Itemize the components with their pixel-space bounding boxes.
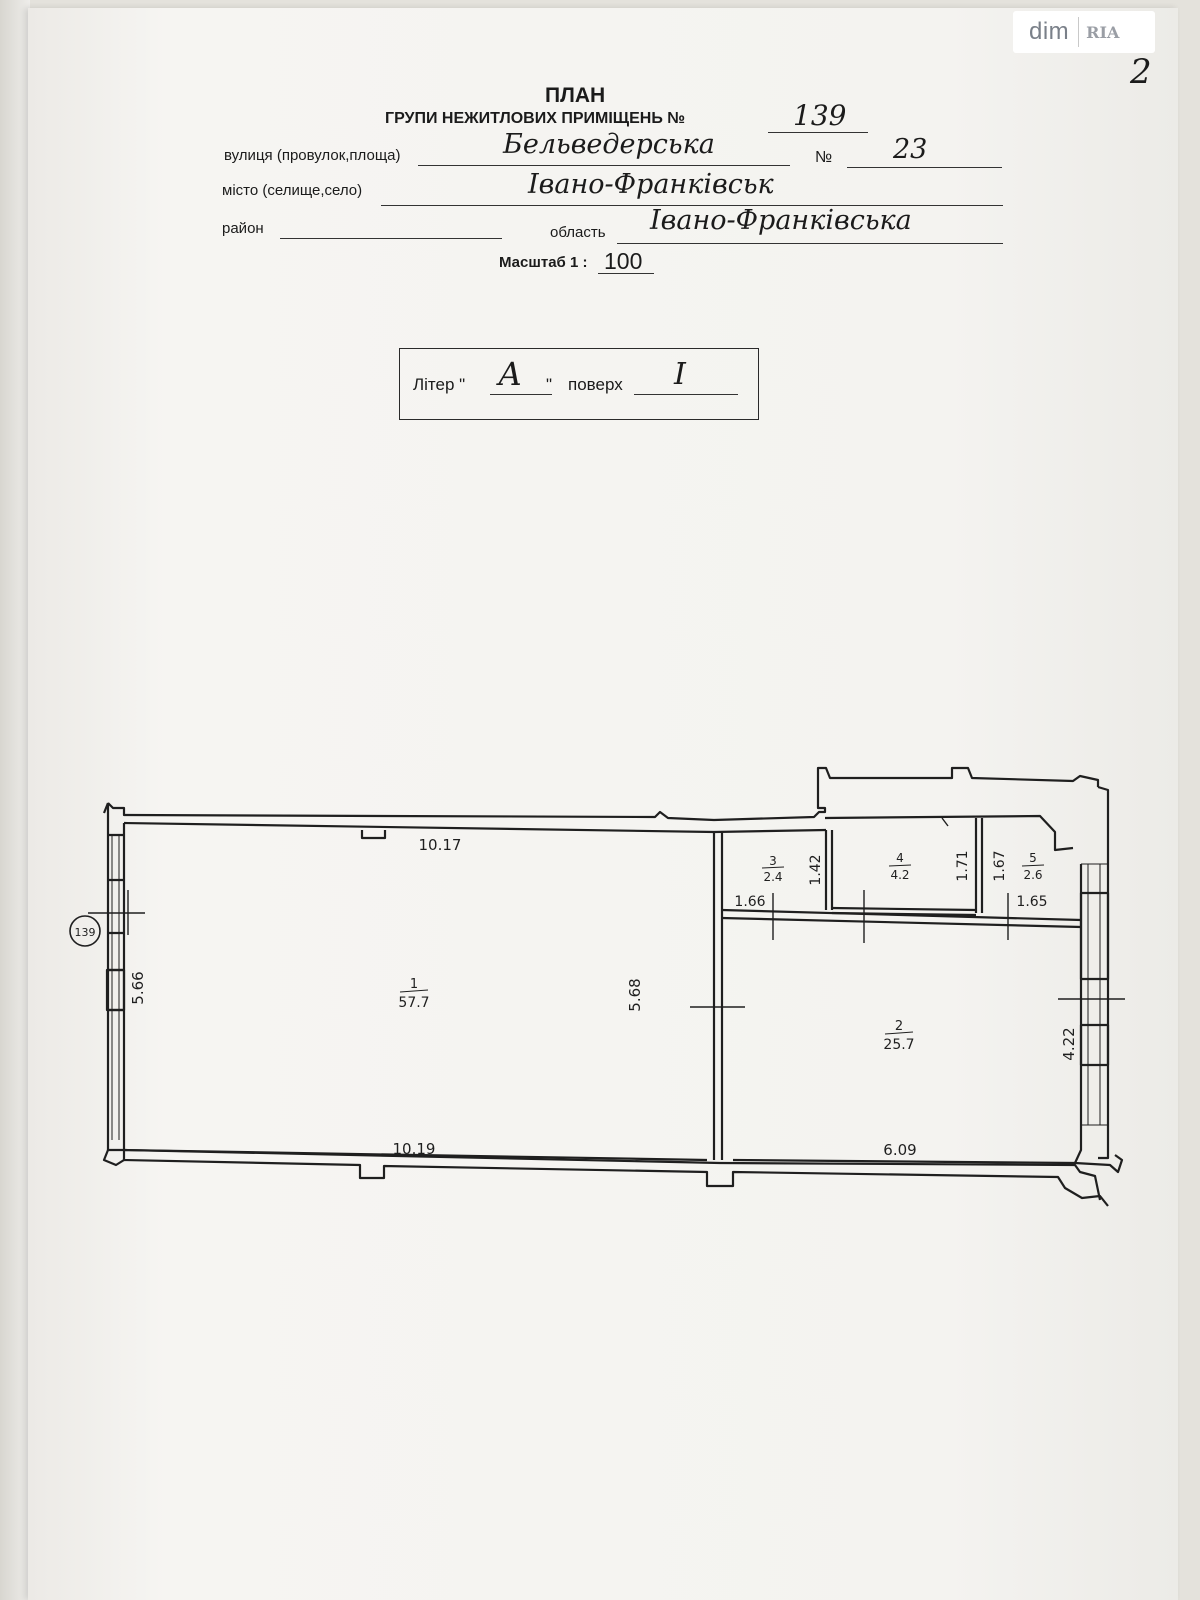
door-markers-utility: [772, 890, 1009, 943]
city-value: Івано-Франківськ: [528, 169, 774, 200]
dim-bottom-room2: 6.09: [883, 1141, 916, 1159]
dim-room5-width: 1.65: [1016, 894, 1047, 910]
scale-value: 100: [604, 248, 643, 274]
outer-wall-top: [107, 766, 1100, 822]
room1-area: 57.7: [398, 995, 429, 1011]
street-label: вулиця (провулок,площа): [224, 147, 401, 164]
dim-room3-width: 1.66: [734, 894, 765, 910]
right-window-upper: [1079, 891, 1110, 981]
watermark-ria-text: RIA: [1086, 22, 1120, 42]
left-wall-ends: [102, 802, 125, 1167]
room1-fraction-line: [399, 989, 429, 993]
room3-number: 3: [769, 854, 777, 868]
outer-wall-bottom-outline: [122, 1150, 1109, 1207]
room2-fraction-line: [884, 1031, 914, 1035]
partition-wall-4-5: [974, 818, 984, 913]
number-value: 23: [893, 134, 928, 165]
left-window-frame: [105, 968, 126, 1012]
partition-wall-3-4: [824, 830, 834, 910]
floor-value: I: [674, 357, 686, 392]
corner-break-right: [1074, 1154, 1124, 1174]
dim-room3-height: 1.42: [808, 854, 824, 885]
room4-fraction-line: [888, 864, 912, 867]
dim-right-height: 4.22: [1060, 1027, 1078, 1060]
wall-niche-top: [360, 830, 387, 840]
group-marker-number: 139: [75, 926, 96, 939]
scale-line: [598, 273, 654, 274]
dim-top-room1: 10.17: [419, 836, 462, 854]
number-line: [847, 167, 1002, 168]
room5-number: 5: [1029, 851, 1037, 865]
room3-fraction-line: [761, 866, 785, 869]
liter-line: [490, 394, 552, 395]
axis-marker-left: [88, 890, 145, 935]
dim-left-height: 5.66: [129, 971, 147, 1004]
city-label: місто (селище,село): [222, 182, 363, 199]
street-line: [418, 165, 790, 166]
room5-fraction-line: [1021, 864, 1045, 867]
liter-close-quote: ": [546, 375, 553, 394]
floor-label: поверх: [568, 375, 623, 394]
room4-area: 4.2: [890, 868, 909, 882]
room2-area: 25.7: [883, 1037, 914, 1053]
dim-ria-watermark: dim RIA: [1013, 11, 1155, 53]
outer-wall-bottom: [123, 1148, 1102, 1201]
watermark-dim-text: dim: [1029, 18, 1070, 45]
inner-wall-room5: [824, 814, 1074, 852]
room4-bottom-wall: [831, 906, 977, 917]
partition-wall-1-2: [712, 832, 724, 1160]
region-line: [617, 243, 1003, 244]
inner-wall-bottom: [123, 1148, 1076, 1165]
room5-area: 2.6: [1023, 868, 1042, 882]
right-window-lower: [1079, 1023, 1110, 1067]
dim-room5-height: 1.67: [992, 850, 1008, 881]
floor-line: [634, 394, 738, 395]
city-line: [381, 205, 1003, 206]
district-label: район: [222, 220, 264, 237]
left-window-glass: [111, 835, 120, 1140]
document-title: ПЛАН: [545, 84, 606, 107]
dim-partition-height: 5.68: [626, 978, 644, 1011]
inner-wall-top: [123, 821, 827, 834]
binding-edge: [0, 0, 30, 1600]
liter-value: А: [498, 355, 523, 393]
group-number-value: 139: [793, 99, 847, 132]
partition-wall-utility: [721, 908, 1082, 929]
right-window-glass: [1081, 863, 1108, 1126]
street-value: Бельведерська: [503, 129, 715, 160]
room3-area: 2.4: [763, 870, 782, 884]
group-marker-circle: [69, 915, 101, 947]
region-value: Івано-Франківська: [650, 205, 912, 236]
liter-floor-box: Літер " А " поверх I: [399, 348, 759, 420]
document-subtitle: ГРУПИ НЕЖИТЛОВИХ ПРИМІЩЕНЬ №: [385, 110, 686, 127]
outer-wall-left: [106, 803, 126, 1152]
dim-room4-height: 1.71: [955, 850, 971, 881]
left-window-mullions: [108, 833, 124, 1012]
liter-label: Літер ": [413, 375, 466, 394]
room2-number: 2: [895, 1019, 903, 1034]
region-label: область: [550, 224, 606, 241]
scale-label: Масштаб 1 :: [499, 254, 588, 271]
watermark-divider: [1078, 17, 1080, 47]
number-label: №: [815, 149, 833, 166]
group-number-line: [768, 132, 868, 133]
room4-number: 4: [896, 851, 904, 865]
page-number: 2: [1130, 52, 1152, 92]
dim-bottom-room1: 10.19: [393, 1140, 436, 1158]
room1-number: 1: [410, 977, 418, 992]
district-line: [280, 238, 502, 239]
